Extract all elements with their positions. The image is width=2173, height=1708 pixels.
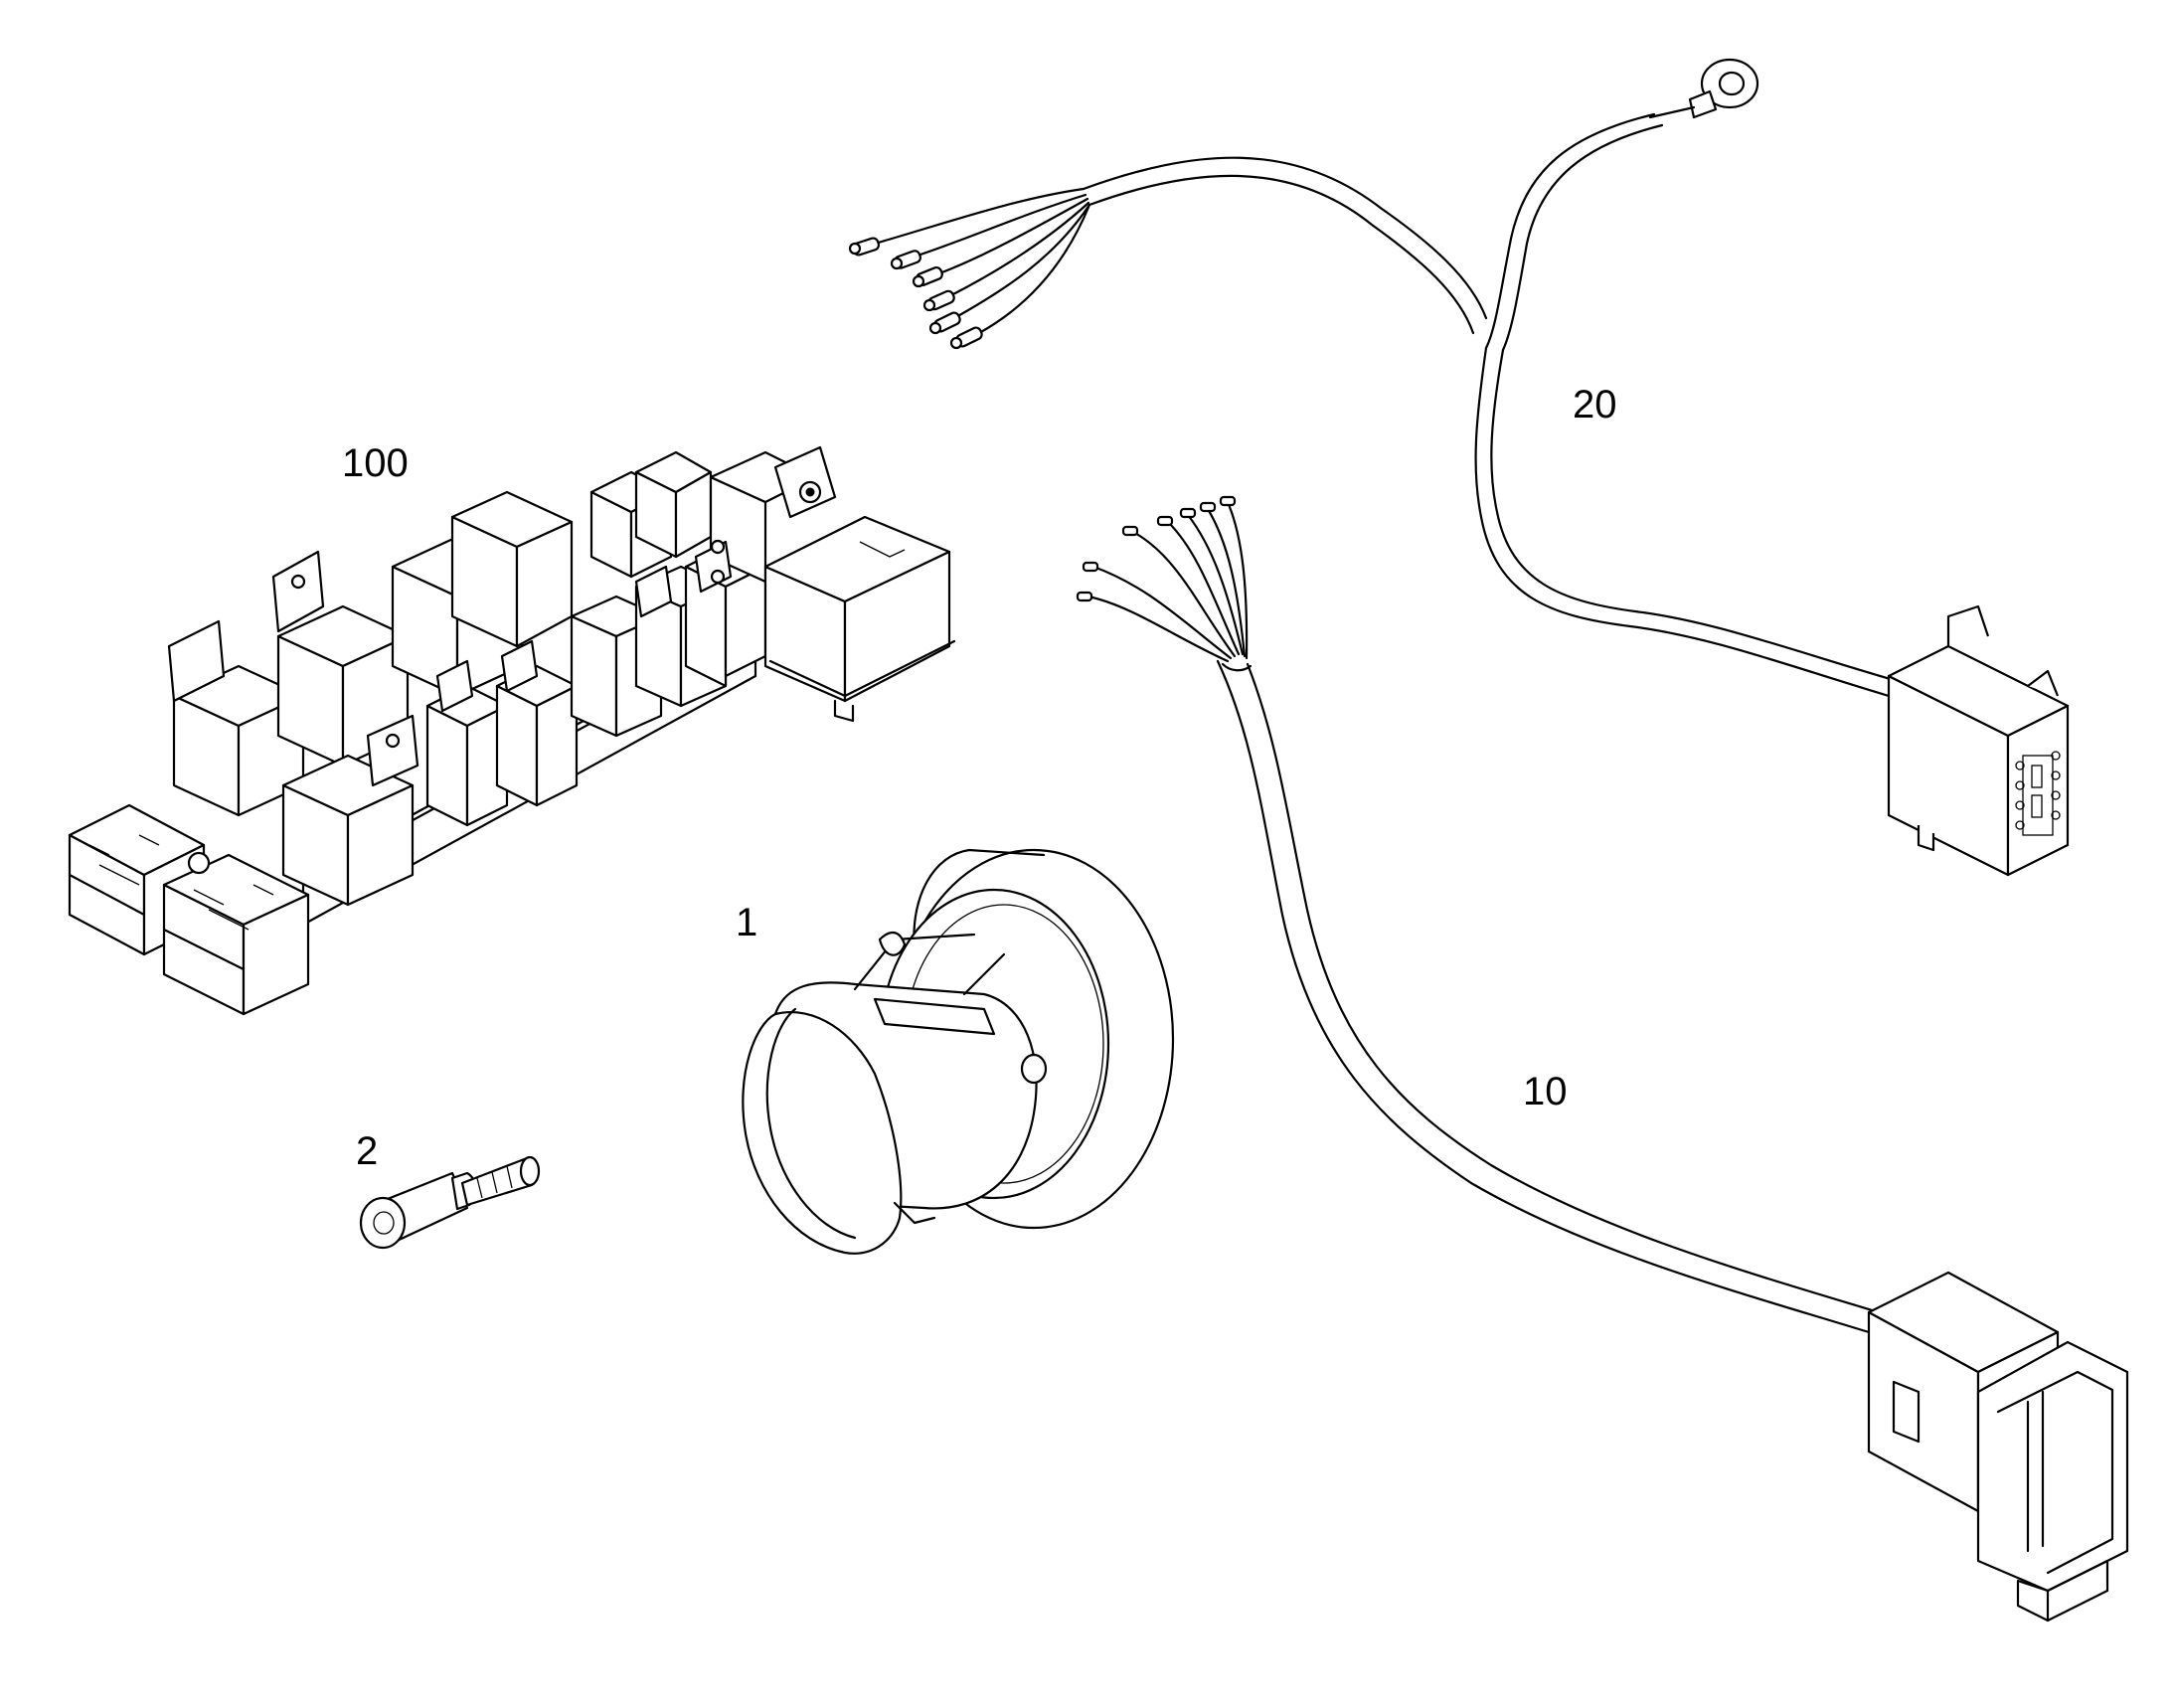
relay-block: [68, 445, 956, 1016]
relay-5: [281, 714, 419, 907]
harness-20: [848, 58, 2070, 877]
callout-label-1: 1: [736, 901, 758, 944]
fanout-wires-10: [1076, 495, 1253, 672]
ring-terminal: [1648, 58, 1759, 119]
callout-label-2: 2: [356, 1129, 379, 1173]
callout-label-100: 100: [342, 441, 409, 485]
rotary-knob: [742, 848, 1175, 1255]
connector-20: [1887, 604, 2070, 877]
fuse-holder-left: [68, 803, 310, 1016]
callout-label-10: 10: [1523, 1070, 1568, 1113]
harness-10: [1076, 495, 2129, 1623]
fanout-pins-20: [848, 187, 1091, 350]
connector-10: [1867, 1271, 2129, 1623]
large-relay: [763, 515, 956, 723]
relay-4: [450, 490, 574, 648]
relay-1: [167, 619, 305, 817]
callout-label-20: 20: [1573, 383, 1617, 427]
screw: [359, 1155, 541, 1250]
terminal-clips: [435, 539, 733, 713]
back-relays: [589, 445, 837, 584]
